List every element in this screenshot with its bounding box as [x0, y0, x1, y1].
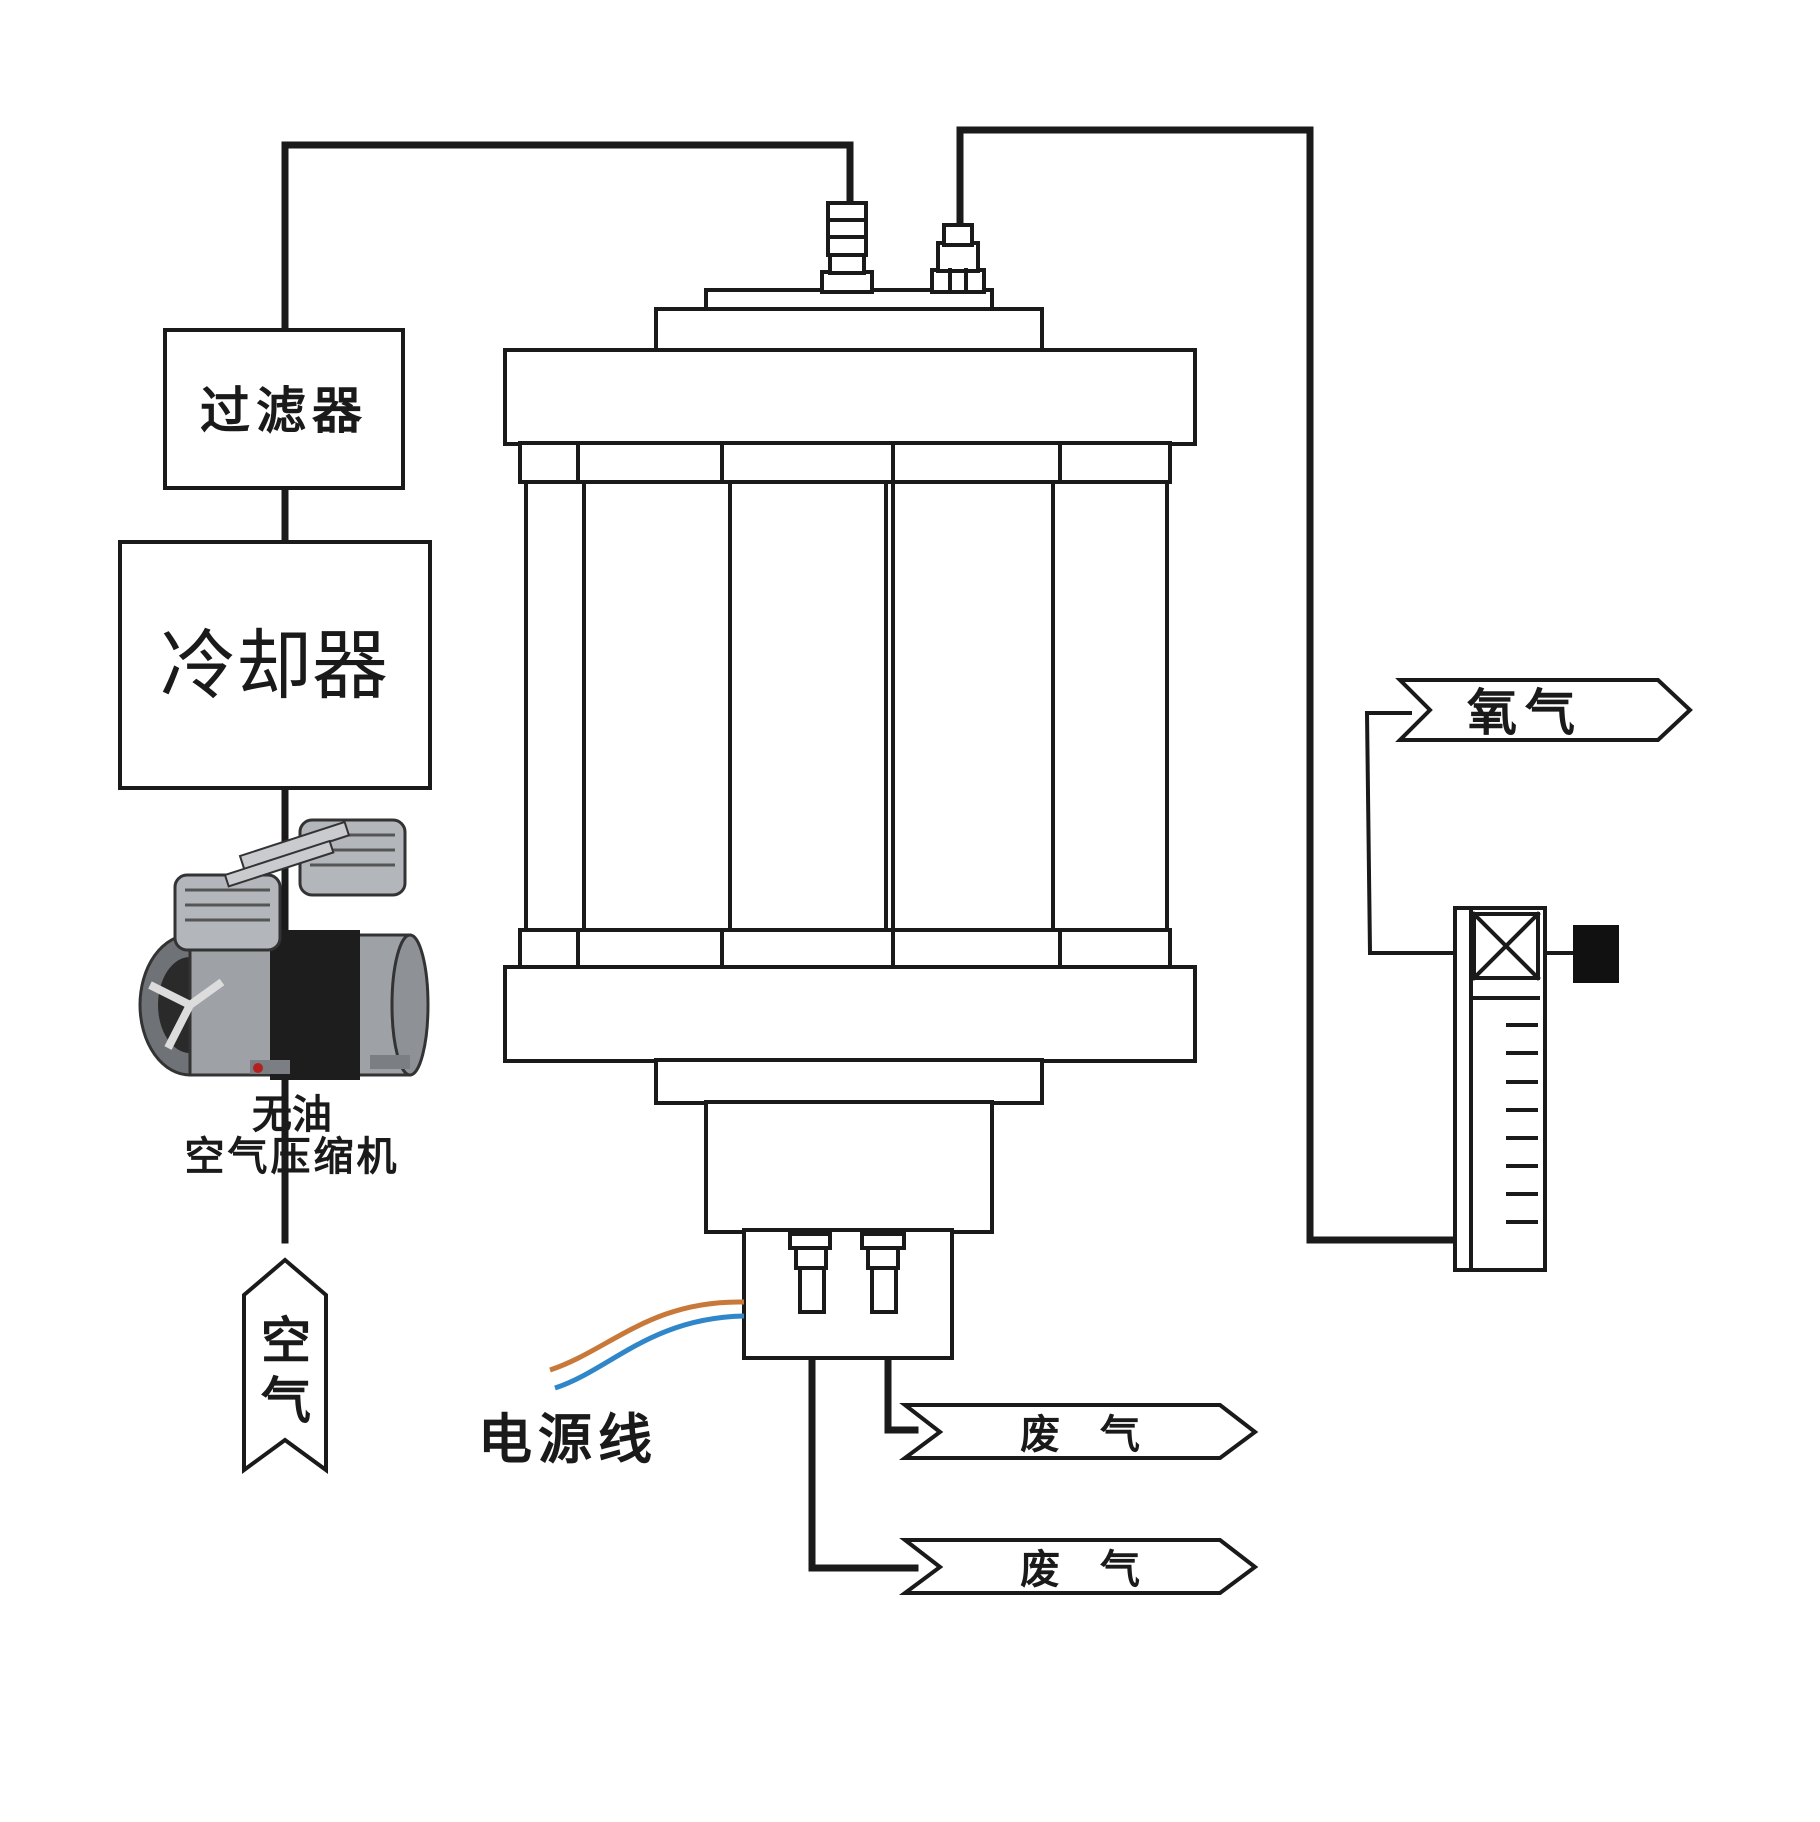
pipe-filter-to-top [281, 141, 854, 334]
exhaust-fitting-right [860, 1232, 906, 1314]
power-cord-label: 电源线 [478, 1408, 658, 1471]
compressor-label-line1: 无油 [252, 1092, 332, 1138]
solenoid-block [742, 1228, 954, 1360]
wire-orange [549, 1299, 745, 1373]
exhaust-arrow-1: 废 气 [898, 1403, 1259, 1460]
air-inlet-arrow: 空 气 [242, 1257, 328, 1474]
pipe-flowmeter-to-oxygen [1364, 711, 1462, 955]
filter-box [163, 328, 405, 490]
bottom-cap [654, 1058, 1044, 1105]
top-collar-dividers [576, 441, 1062, 484]
exhaust-label-1: 废 气 [1020, 1412, 1140, 1458]
filter-label: 过滤器 [200, 382, 368, 440]
air-inlet-label-char1: 空 [261, 1312, 311, 1370]
exhaust-label-2: 废 气 [1020, 1547, 1140, 1593]
exhaust-arrow-2: 废 气 [898, 1538, 1259, 1595]
flowmeter-icon [1453, 906, 1619, 1272]
valve-knob-icon [1573, 925, 1619, 983]
power-cord: 电源线 [478, 1299, 745, 1471]
sieve-columns [524, 480, 1169, 936]
flowmeter-scale [1506, 1023, 1538, 1224]
cooler: 冷却器 [118, 540, 432, 790]
outlet-fitting [930, 223, 986, 294]
compressor-label-line2: 空气压缩机 [185, 1134, 400, 1180]
compressor-image [138, 818, 430, 1080]
top-collar [518, 441, 1172, 484]
bottom-flange [503, 965, 1197, 1063]
oxygen-outlet-arrow: 氧气 [1395, 678, 1693, 742]
filter: 过滤器 [163, 328, 405, 490]
exhaust-fitting-left [788, 1232, 832, 1314]
pipe-oxygen-outlet [956, 126, 1469, 1244]
valve-housing [704, 1100, 994, 1234]
cooler-box [118, 540, 432, 790]
oxygen-label: 氧气 [1467, 684, 1583, 742]
inlet-fitting [820, 201, 874, 294]
bottom-collar [518, 928, 1172, 970]
pipe-exhaust-2 [808, 1308, 919, 1572]
wire-blue [554, 1313, 745, 1391]
top-cap [654, 307, 1044, 355]
piping [281, 126, 1469, 1572]
bottom-collar-dividers [576, 928, 1062, 970]
top-flange [503, 348, 1197, 446]
concentrator-tower [503, 201, 1197, 1360]
cooler-label: 冷却器 [160, 621, 388, 710]
air-inlet-label-char2: 气 [261, 1372, 311, 1430]
